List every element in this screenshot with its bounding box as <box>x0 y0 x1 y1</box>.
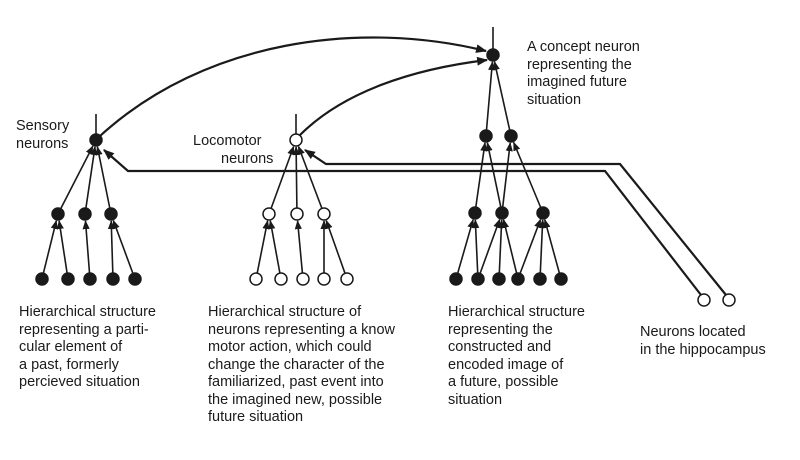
arrow-connection <box>325 219 346 274</box>
arrow-connection <box>85 146 98 209</box>
connection-lines <box>42 27 561 274</box>
hollow-neuron <box>296 272 310 286</box>
locomotor-label-line2: neurons <box>221 151 274 167</box>
arrow-connection <box>42 219 58 274</box>
filled-neuron <box>495 206 509 220</box>
filled-neuron <box>511 272 525 286</box>
arrow-connection <box>107 220 116 274</box>
future-structure-description: Hierarchical structure representing the … <box>448 304 585 408</box>
concept-neuron-label: A concept neuron representing the imagin… <box>527 39 640 108</box>
hippocampus-to-locomotor-pathway <box>304 149 727 296</box>
arrow-connection <box>543 218 561 274</box>
motor-structure-description: Hierarchical structure of neurons repres… <box>208 304 396 425</box>
arrow-connection <box>472 219 480 274</box>
hollow-neuron <box>317 207 331 221</box>
arrow-connection <box>292 146 300 209</box>
sensory-to-concept-arrow <box>99 36 488 137</box>
hollow-neuron <box>262 207 276 221</box>
arrow-connection <box>475 142 488 208</box>
hollow-neuron <box>289 133 303 147</box>
arrow-connection <box>268 220 281 274</box>
arrow-connection <box>501 142 513 208</box>
locomotor-to-concept-arrow <box>299 56 489 136</box>
arrow-connection <box>485 61 496 131</box>
arrow-connection <box>519 218 542 274</box>
arrow-connection <box>270 145 295 209</box>
filled-neuron <box>479 129 493 143</box>
arrow-connection <box>512 141 542 208</box>
filled-neuron <box>106 272 120 286</box>
arrow-connection <box>59 145 94 210</box>
hippocampus-description: Neurons located in the hippocampus <box>640 324 766 358</box>
arrow-connection <box>95 146 111 209</box>
arrow-connection <box>297 145 323 209</box>
hollow-neuron <box>290 207 304 221</box>
sensory-structure-description: Hierarchical structure representing a pa… <box>19 304 156 390</box>
filled-neuron <box>35 272 49 286</box>
filled-neuron <box>504 129 518 143</box>
arrow-connection <box>492 60 511 131</box>
arrow-connection <box>456 218 475 274</box>
locomotor-label-line1: Locomotor <box>193 133 262 149</box>
arrow-connection <box>497 219 505 274</box>
filled-neuron <box>536 206 550 220</box>
sensory-neurons-label: Sensory neurons <box>16 118 70 152</box>
filled-neuron <box>51 207 65 221</box>
hollow-neuron <box>722 293 736 307</box>
filled-neuron <box>89 133 103 147</box>
arrow-connection <box>256 220 270 274</box>
hollow-neuron <box>317 272 331 286</box>
hollow-neuron <box>274 272 288 286</box>
arrow-connection <box>502 218 518 274</box>
filled-neuron <box>104 207 118 221</box>
filled-neuron <box>449 272 463 286</box>
neurons <box>35 48 736 307</box>
arrow-connection <box>294 220 304 274</box>
arrow-connection <box>538 219 546 274</box>
long-range-connections <box>99 36 727 296</box>
hippocampus-to-sensory-pathway <box>103 149 702 296</box>
filled-neuron <box>492 272 506 286</box>
filled-neuron <box>554 272 568 286</box>
filled-neuron <box>83 272 97 286</box>
filled-neuron <box>61 272 75 286</box>
filled-neuron <box>486 48 500 62</box>
arrow-connection <box>56 220 68 274</box>
filled-neuron <box>468 206 482 220</box>
hollow-neuron <box>249 272 263 286</box>
filled-neuron <box>533 272 547 286</box>
arrow-connection <box>479 218 501 274</box>
arrow-connection <box>112 219 134 274</box>
hollow-neuron <box>697 293 711 307</box>
arrow-connection <box>485 142 502 208</box>
filled-neuron <box>128 272 142 286</box>
filled-neuron <box>471 272 485 286</box>
arrow-connection <box>82 220 91 274</box>
hollow-neuron <box>340 272 354 286</box>
filled-neuron <box>78 207 92 221</box>
